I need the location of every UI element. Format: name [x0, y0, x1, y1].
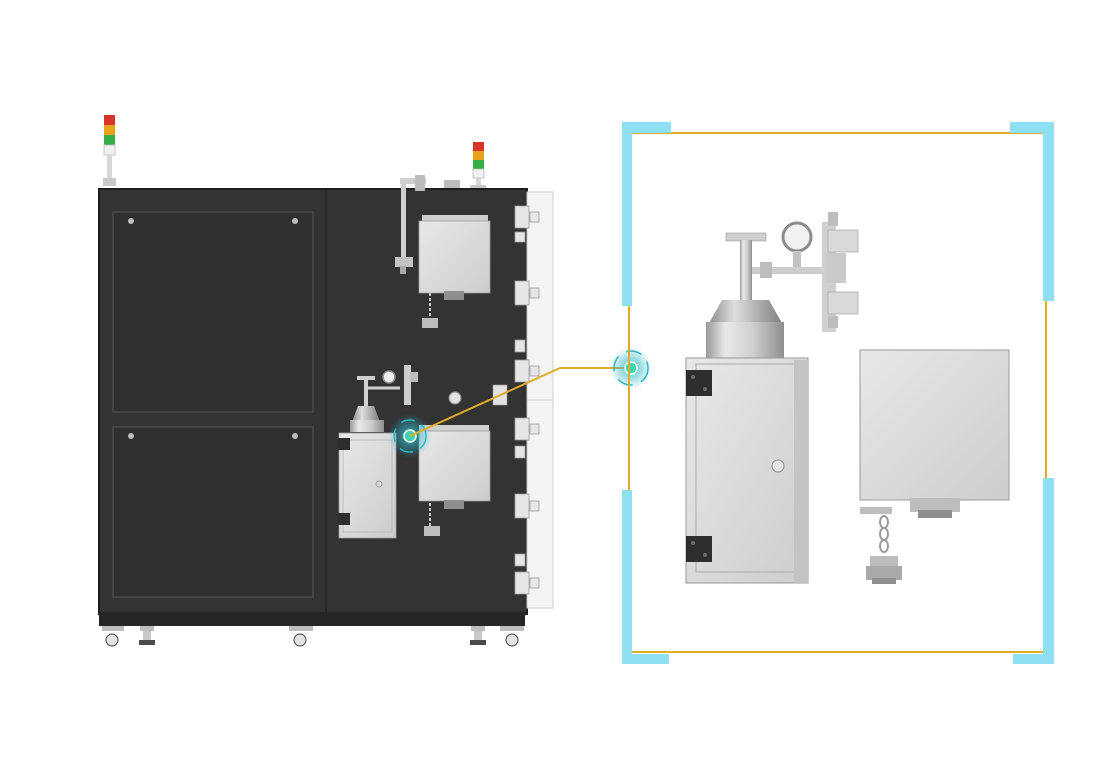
cabinet-base — [99, 612, 525, 626]
upper-sampling-pipe — [395, 175, 426, 274]
leader-line — [409, 367, 631, 437]
zoom-detail — [685, 212, 1010, 584]
door-hinges — [514, 205, 540, 595]
callout-frame — [622, 122, 1054, 664]
lower-left-door — [112, 426, 314, 598]
lower-cylinder-box — [338, 432, 397, 539]
casters — [102, 626, 524, 647]
signal-tower-icon — [470, 142, 486, 191]
upper-collector-box — [418, 215, 491, 328]
signal-tower-icon — [103, 115, 116, 186]
upper-left-door — [112, 211, 314, 413]
cabinet — [98, 115, 554, 647]
top-fitting — [444, 180, 460, 190]
